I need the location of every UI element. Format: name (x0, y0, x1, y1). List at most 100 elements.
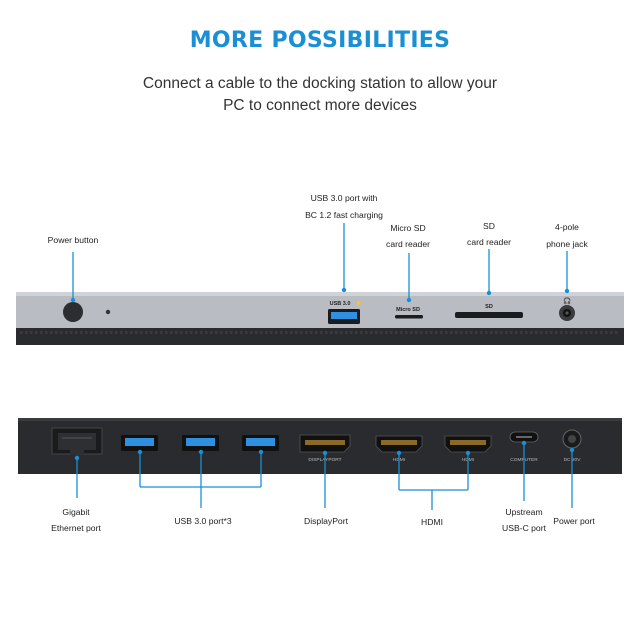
power-button (63, 302, 83, 322)
vent-slot (460, 331, 463, 334)
vent-slot (540, 331, 543, 334)
vent-slot (565, 331, 568, 334)
vent-slot (205, 331, 208, 334)
vent-slot (115, 331, 118, 334)
vent-slot (485, 331, 488, 334)
vent-slot (530, 331, 533, 334)
vent-slot (385, 331, 388, 334)
vent-slot (420, 331, 423, 334)
vent-slot (150, 331, 153, 334)
vent-slot (440, 331, 443, 334)
label-ethernet-2: Ethernet port (51, 523, 101, 533)
label-jack-2: phone jack (546, 239, 588, 249)
vent-slot (335, 331, 338, 334)
vent-slot (270, 331, 273, 334)
vent-slot (210, 331, 213, 334)
vent-slot (190, 331, 193, 334)
vent-slot (65, 331, 68, 334)
vent-slot (60, 331, 63, 334)
vent-slot (25, 331, 28, 334)
vent-slot (255, 331, 258, 334)
vent-slot (570, 331, 573, 334)
vent-slot (280, 331, 283, 334)
vent-slot (265, 331, 268, 334)
vent-slot (325, 331, 328, 334)
vent-slot (55, 331, 58, 334)
vent-slot (415, 331, 418, 334)
charging-bolt-icon: ⚡ (355, 299, 362, 307)
vent-slot (590, 331, 593, 334)
vent-slot (380, 331, 383, 334)
vent-slot (85, 331, 88, 334)
label-power-button: Power button (47, 235, 99, 245)
vent-slot (545, 331, 548, 334)
vent-slot (200, 331, 203, 334)
vent-slot (230, 331, 233, 334)
vent-slot (245, 331, 248, 334)
vent-slot (235, 331, 238, 334)
label-usb-charging-2: BC 1.2 fast charging (305, 210, 383, 220)
vent-slot (330, 331, 333, 334)
vent-slot (430, 331, 433, 334)
vent-slot (135, 331, 138, 334)
vent-slot (180, 331, 183, 334)
vent-slot (80, 331, 83, 334)
vent-slot (155, 331, 158, 334)
ethernet-port (51, 427, 103, 455)
vent-slot (140, 331, 143, 334)
vent-slot (470, 331, 473, 334)
front-callouts (70, 223, 570, 303)
vent-slot (165, 331, 168, 334)
vent-slot (315, 331, 318, 334)
vent-slot (550, 331, 553, 334)
vent-slot (90, 331, 93, 334)
vent-slot (20, 331, 23, 334)
usb-c-port (509, 431, 539, 443)
vent-slot (475, 331, 478, 334)
subtitle-line-1: Connect a cable to the docking station t… (142, 75, 498, 92)
vent-slot (160, 331, 163, 334)
vent-slot (410, 331, 413, 334)
vent-slot (50, 331, 53, 334)
vent-slot (70, 331, 73, 334)
displayport-port (299, 434, 351, 453)
sd-slot (455, 312, 523, 318)
vent-slot (510, 331, 513, 334)
vent-slot (175, 331, 178, 334)
vent-slot (285, 331, 288, 334)
vent-slot (610, 331, 613, 334)
vent-slot (360, 331, 363, 334)
label-ethernet-1: Gigabit (62, 507, 90, 517)
label-usb-charging-1: USB 3.0 port with (310, 193, 378, 203)
vent-slot (575, 331, 578, 334)
vent-slot (225, 331, 228, 334)
vent-slot (465, 331, 468, 334)
vent-slot (240, 331, 243, 334)
vent-slot (395, 331, 398, 334)
rear-callouts (74, 440, 575, 510)
vent-slot (170, 331, 173, 334)
subtitle-line-2: PC to connect more devices (223, 97, 417, 114)
vent-slot (355, 331, 358, 334)
label-usb30x3: USB 3.0 port*3 (174, 516, 232, 526)
front-microsd-text: Micro SD (396, 307, 420, 313)
front-vents (20, 331, 618, 334)
vent-slot (405, 331, 408, 334)
vent-slot (215, 331, 218, 334)
hdmi-ports (375, 435, 492, 453)
vent-slot (130, 331, 133, 334)
vent-slot (185, 331, 188, 334)
vent-slot (495, 331, 498, 334)
vent-slot (110, 331, 113, 334)
vent-slot (505, 331, 508, 334)
label-sd-2: card reader (467, 237, 511, 247)
vent-slot (535, 331, 538, 334)
front-sd-text: SD (485, 304, 493, 310)
vent-slot (95, 331, 98, 334)
dc-power-port (562, 429, 582, 449)
vent-slot (480, 331, 483, 334)
dock-front-view: USB 3.0 ⚡ Micro SD SD 🎧 (16, 223, 624, 345)
dock-front-base (16, 328, 624, 345)
label-microsd-1: Micro SD (390, 223, 426, 233)
